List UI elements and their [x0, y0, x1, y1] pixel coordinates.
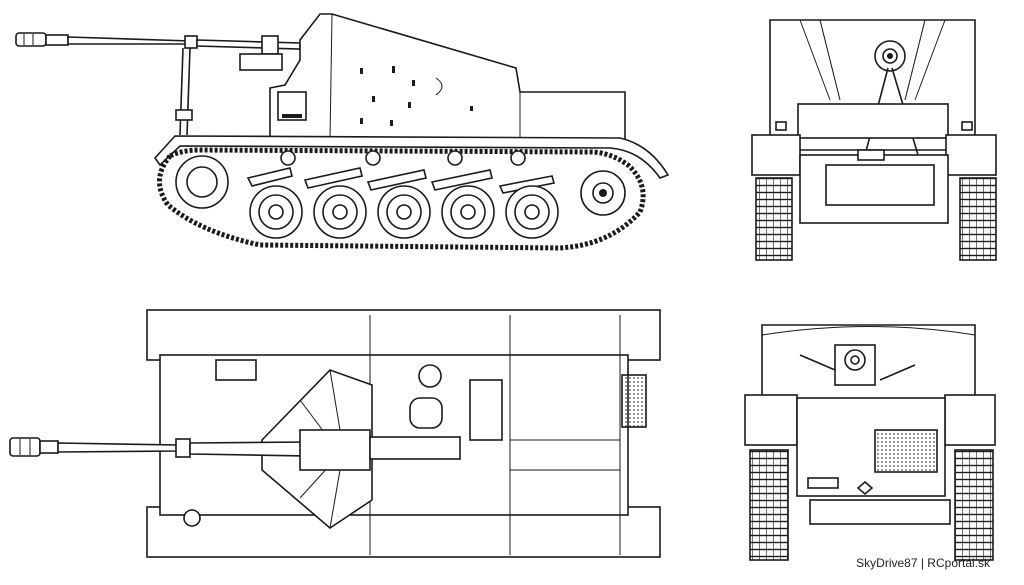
gun-barrel-top [9, 429, 461, 471]
side-view [15, 13, 670, 251]
road-wheel [441, 185, 495, 239]
road-wheel [505, 185, 559, 239]
rear-view [744, 324, 996, 561]
travel-lock [175, 47, 193, 136]
engine-grille [621, 374, 647, 428]
exhaust-grille [874, 429, 938, 473]
road-wheels [249, 185, 559, 239]
road-wheel [249, 185, 303, 239]
road-wheel [313, 185, 367, 239]
road-wheel [377, 185, 431, 239]
track [157, 147, 646, 251]
hatch [418, 364, 442, 388]
front-view [751, 19, 997, 261]
suspension [246, 150, 556, 194]
drive-sprocket [175, 155, 229, 209]
top-view [9, 309, 661, 558]
fender [153, 135, 670, 179]
credit-text: SkyDrive87 | RCportal.sk [856, 556, 990, 570]
gun-barrel [15, 32, 301, 50]
gun-breech-rear [799, 344, 916, 386]
idler-wheel [580, 170, 626, 216]
fighting-compartment [239, 13, 626, 141]
